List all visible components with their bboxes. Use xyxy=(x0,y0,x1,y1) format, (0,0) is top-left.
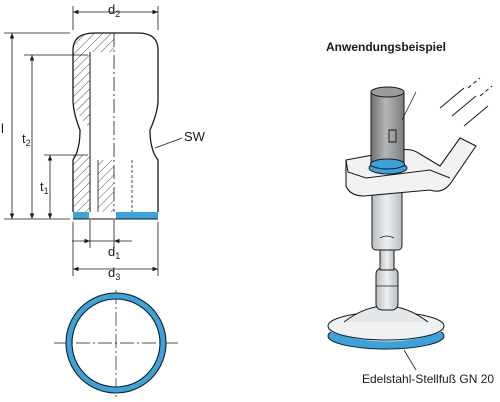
label-d2: d2 xyxy=(108,2,121,19)
example-caption: Edelstahl-Stellfuß GN 20 xyxy=(362,372,495,386)
blue-ring xyxy=(66,293,166,393)
top-view xyxy=(54,290,178,398)
dimension-l xyxy=(4,32,70,220)
label-t1: t1 xyxy=(40,179,49,196)
label-d1: d1 xyxy=(108,244,121,261)
dimension-t1 xyxy=(44,154,88,219)
grey-pin xyxy=(370,91,405,167)
example-title: Anwendungsbeispiel xyxy=(326,40,447,54)
front-view xyxy=(72,32,159,220)
label-d3: d3 xyxy=(108,265,121,282)
body-outline xyxy=(72,32,159,212)
bore xyxy=(90,52,114,155)
blue-pad-right xyxy=(116,212,158,219)
dimension-t2 xyxy=(24,54,88,219)
clamp-plate xyxy=(345,137,477,197)
dimension-d1 xyxy=(72,220,132,248)
label-sw: SW xyxy=(184,129,205,144)
dimension-d3 xyxy=(72,222,159,276)
sw-leader xyxy=(154,137,183,149)
label-l: l xyxy=(1,121,4,136)
section-hatch-lower xyxy=(73,155,114,212)
blue-pad-left xyxy=(73,212,89,219)
label-t2: t2 xyxy=(22,131,31,148)
application-example xyxy=(327,77,493,371)
dimension-d2 xyxy=(72,6,159,30)
